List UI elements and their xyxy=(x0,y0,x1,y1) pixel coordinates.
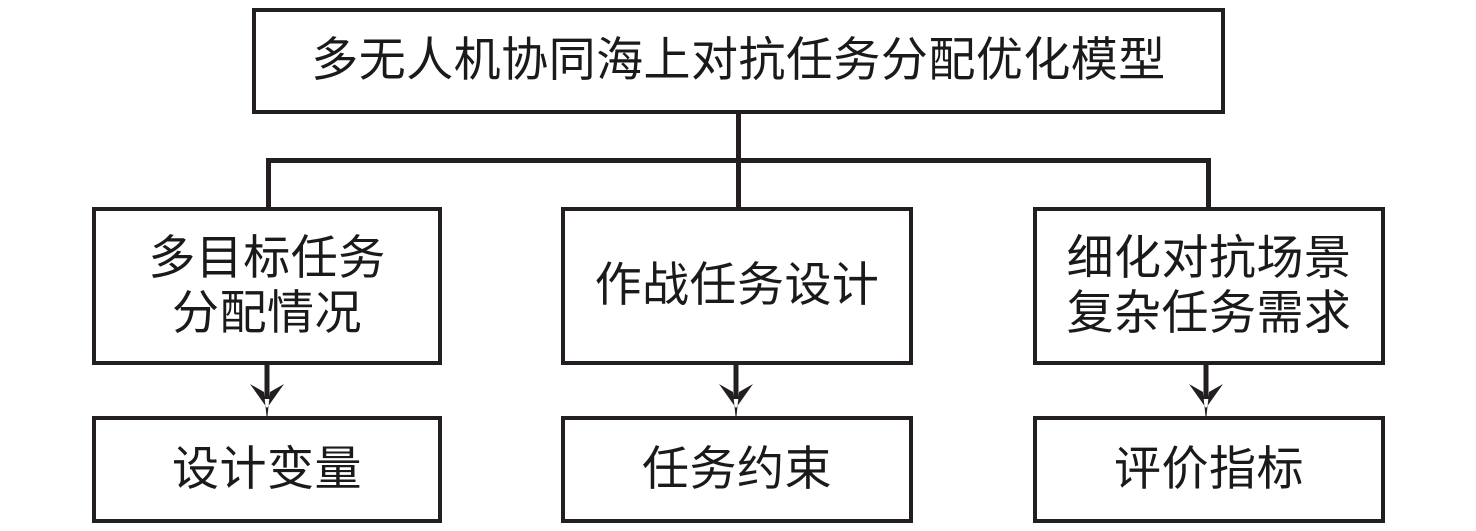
node-multi-objective-label-line2: 分配情况 xyxy=(172,286,362,341)
node-design-variables-label: 设计变量 xyxy=(172,441,362,497)
node-combat-mission-design: 作战任务设计 xyxy=(561,207,913,365)
arrow-down-icon-middle xyxy=(714,363,758,421)
connector-drop-right xyxy=(1206,158,1211,209)
node-metrics-label: 评价指标 xyxy=(1114,441,1304,497)
node-mission-constraints: 任务约束 xyxy=(561,416,913,523)
node-root-label: 多无人机协同海上对抗任务分配优化模型 xyxy=(311,33,1166,89)
node-scenario-label-line1: 细化对抗场景 xyxy=(1066,230,1352,286)
node-multi-objective-allocation: 多目标任务 分配情况 xyxy=(92,207,442,365)
connector-root-stem xyxy=(736,112,741,162)
node-multi-objective-label-line1: 多目标任务 xyxy=(148,230,386,286)
node-constraints-label: 任务约束 xyxy=(642,441,832,497)
node-refined-scenario-requirements: 细化对抗场景 复杂任务需求 xyxy=(1033,207,1385,365)
node-design-variables: 设计变量 xyxy=(92,416,442,523)
connector-drop-middle xyxy=(736,158,741,209)
node-scenario-label-line2: 复杂任务需求 xyxy=(1066,286,1352,341)
node-mission-design-label-line1: 作战任务设计 xyxy=(594,258,880,314)
connector-drop-left xyxy=(266,158,271,209)
node-root-model: 多无人机协同海上对抗任务分配优化模型 xyxy=(252,8,1225,114)
arrow-down-icon-left xyxy=(245,363,289,421)
arrow-down-icon-right xyxy=(1184,363,1228,421)
node-evaluation-metrics: 评价指标 xyxy=(1033,416,1385,523)
